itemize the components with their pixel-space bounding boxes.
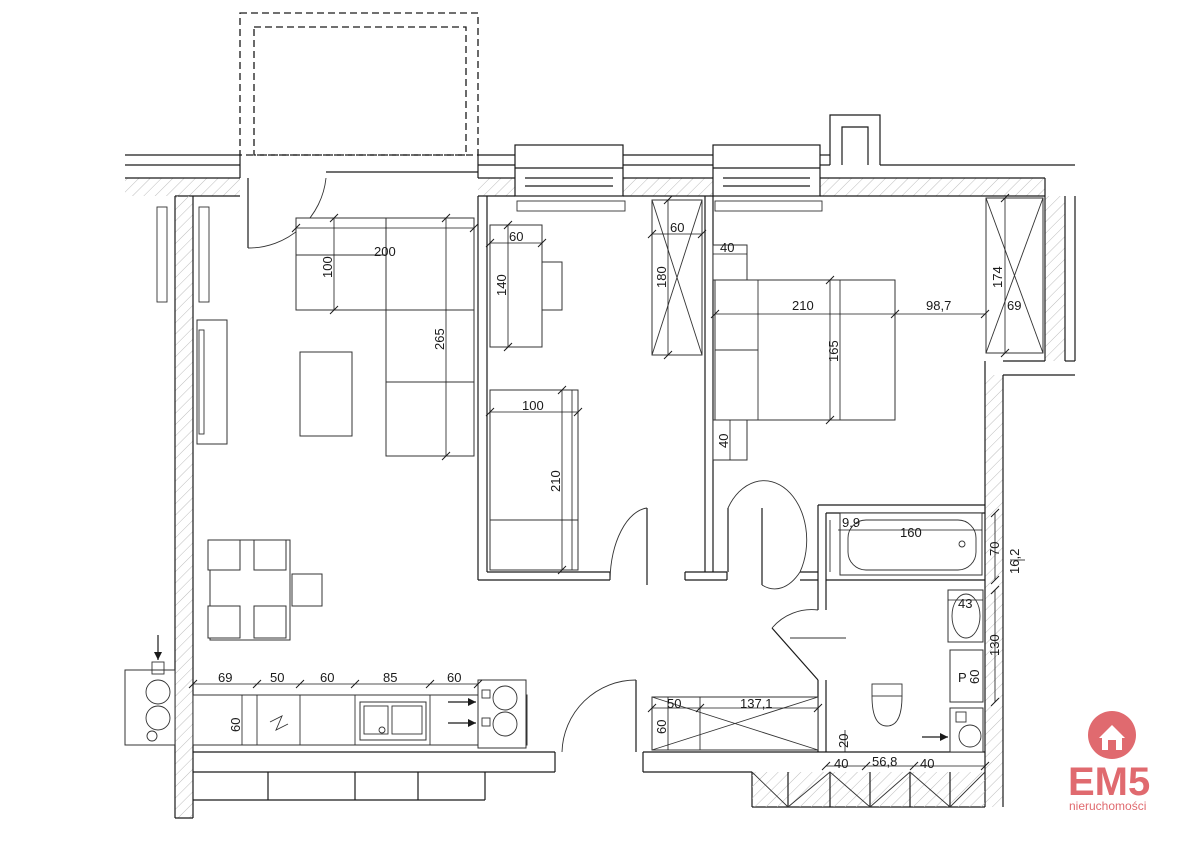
bathtub-icon xyxy=(829,512,983,576)
exterior-walls xyxy=(125,114,1076,819)
sink-icon xyxy=(359,701,427,741)
dim-bath-tub-width: 70 xyxy=(987,542,1002,556)
dim-hall-closet-length: 137,1 xyxy=(740,696,773,711)
dim-kitchen-seg-5: 60 xyxy=(447,670,461,685)
hall-closet xyxy=(651,696,819,751)
room2-wardrobe xyxy=(651,199,703,356)
room2-bed xyxy=(489,389,579,571)
dim-bath-basin-width: 43 xyxy=(958,596,972,611)
dim-bedroom-wardrobe-length: 174 xyxy=(990,266,1005,288)
dim-bath-bottom-left: 40 xyxy=(834,756,848,771)
dim-hall-closet-depth-side: 60 xyxy=(654,720,669,734)
dim-kitchen-depth: 60 xyxy=(228,718,243,732)
dim-hall-closet-depth: 50 xyxy=(667,696,681,711)
dim-bath-tub-length: 160 xyxy=(900,525,922,540)
dim-kitchen-seg-1: 69 xyxy=(218,670,232,685)
door-bedroom xyxy=(727,480,808,590)
dim-room2-desk-length: 140 xyxy=(494,274,509,296)
dim-living-sofa-depth: 100 xyxy=(320,256,335,278)
dim-bath-wall-offset: 16,2 xyxy=(1007,549,1022,574)
bedroom-wardrobe xyxy=(985,197,1044,354)
window-bedroom xyxy=(712,144,821,197)
dim-living-sofa-width: 200 xyxy=(374,244,396,259)
dim-bedroom-wardrobe-depth: 69 xyxy=(1007,298,1021,313)
radiator-icon xyxy=(156,200,823,303)
house-icon xyxy=(1088,711,1136,759)
dim-room2-bed-length: 210 xyxy=(548,470,563,492)
bath-shaft xyxy=(922,707,984,753)
dim-bedroom-bed-length: 210 xyxy=(792,298,814,313)
dining-table xyxy=(207,539,323,641)
dimension-labels: 200 100 265 60 140 100 210 60 180 40 210… xyxy=(218,220,1022,771)
logo-name: EM5 xyxy=(1068,760,1150,804)
dim-night-table-top: 40 xyxy=(720,240,734,255)
door-room2 xyxy=(609,507,648,585)
bath-cabinet: P xyxy=(949,649,984,703)
dim-bath-bottom-mid: 56,8 xyxy=(872,754,897,769)
tv-cabinet xyxy=(196,319,228,445)
dim-bath-cabinet: 60 xyxy=(967,670,982,684)
dim-bath-toilet-gap: 20 xyxy=(836,734,851,748)
dim-bath-tub-offset: 9,9 xyxy=(842,515,860,530)
dim-living-sofa-length: 265 xyxy=(432,328,447,350)
door-bathroom xyxy=(771,609,846,681)
dim-wardrobe-length-room2: 180 xyxy=(654,266,669,288)
dim-bedroom-clearance: 98,7 xyxy=(926,298,951,313)
dim-room2-bed-width: 100 xyxy=(522,398,544,413)
bedroom-bed xyxy=(712,244,896,461)
dim-bath-side-length: 130 xyxy=(987,634,1002,656)
dimension-ticks xyxy=(188,193,1010,771)
dim-kitchen-seg-4: 85 xyxy=(383,670,397,685)
coffee-table xyxy=(299,351,353,437)
bath-cabinet-letter: P xyxy=(958,670,967,685)
dim-kitchen-seg-2: 50 xyxy=(270,670,284,685)
dim-bath-bottom-right: 40 xyxy=(920,756,934,771)
balcony xyxy=(239,12,479,178)
logo-tagline: nieruchomości xyxy=(1069,799,1146,813)
window-room2 xyxy=(514,144,624,197)
door-entrance xyxy=(561,679,637,753)
dim-bedroom-bed-width: 165 xyxy=(826,340,841,362)
dim-room2-desk-width: 60 xyxy=(509,229,523,244)
dim-kitchen-seg-3: 60 xyxy=(320,670,334,685)
toilet-icon xyxy=(871,683,903,727)
living-sofa xyxy=(295,217,475,457)
dim-night-table-bottom: 40 xyxy=(716,434,731,448)
bath-sink xyxy=(947,589,984,643)
dim-wardrobe-depth-room2: 60 xyxy=(670,220,684,235)
room2-desk xyxy=(489,224,563,348)
kitchen-hood-shaft xyxy=(448,679,527,749)
shaft-left xyxy=(124,635,176,746)
em5-logo: EM5 nieruchomości xyxy=(1068,711,1150,813)
